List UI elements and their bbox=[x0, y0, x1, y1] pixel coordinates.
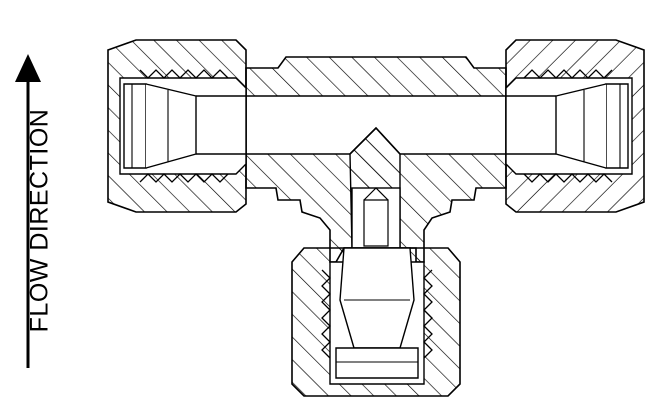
arrow-up-icon bbox=[15, 54, 41, 368]
flow-direction-label-wrap: FLOW DIRECTION bbox=[14, 50, 66, 390]
right-nut bbox=[505, 39, 645, 213]
left-nut bbox=[107, 39, 247, 213]
bottom-nut bbox=[291, 247, 461, 397]
flow-direction-label: FLOW DIRECTION bbox=[25, 108, 54, 332]
